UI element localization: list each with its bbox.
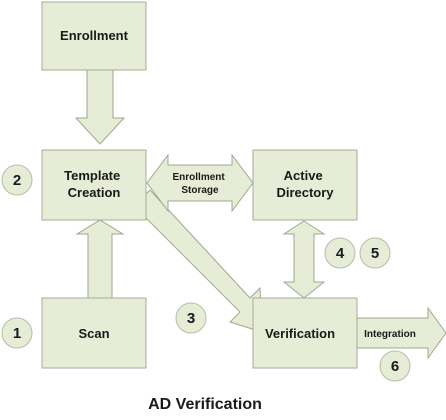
active-directory-label: Active Directory xyxy=(276,168,334,200)
scan-label: Scan xyxy=(78,326,109,341)
svg-text:3: 3 xyxy=(187,310,195,327)
scan-box xyxy=(41,297,147,369)
arrow-integration xyxy=(349,306,446,360)
enrollment-storage-label: Enrollment Storage xyxy=(172,172,227,196)
enrollment-label: Enrollment xyxy=(60,28,129,43)
step-2-marker: 2 xyxy=(1,164,33,196)
svg-text:5: 5 xyxy=(371,245,379,262)
arrow-enrollment-storage xyxy=(146,153,254,213)
svg-text:2: 2 xyxy=(13,172,21,189)
svg-text:6: 6 xyxy=(391,358,399,375)
step-1-marker: 1 xyxy=(1,317,33,349)
integration-label: Integration xyxy=(364,329,416,340)
template-creation-label: Template Creation xyxy=(64,168,124,200)
arrow-scan-to-template xyxy=(75,219,125,299)
active-directory-box xyxy=(252,149,358,221)
svg-text:1: 1 xyxy=(13,325,21,342)
step-5-marker: 5 xyxy=(359,237,391,269)
verification-label: Verification xyxy=(265,326,335,341)
enrollment-box xyxy=(41,1,147,71)
diagram-caption: AD Verification xyxy=(148,396,262,413)
verification-box xyxy=(252,297,358,369)
step-4-marker: 4 xyxy=(324,237,356,269)
template-creation-box xyxy=(41,149,147,221)
arrow-directory-verification xyxy=(282,220,326,299)
step-3-marker: 3 xyxy=(175,302,207,334)
svg-text:4: 4 xyxy=(336,245,345,262)
step-6-marker: 6 xyxy=(379,350,411,382)
arrow-enrollment-to-template xyxy=(74,69,126,145)
